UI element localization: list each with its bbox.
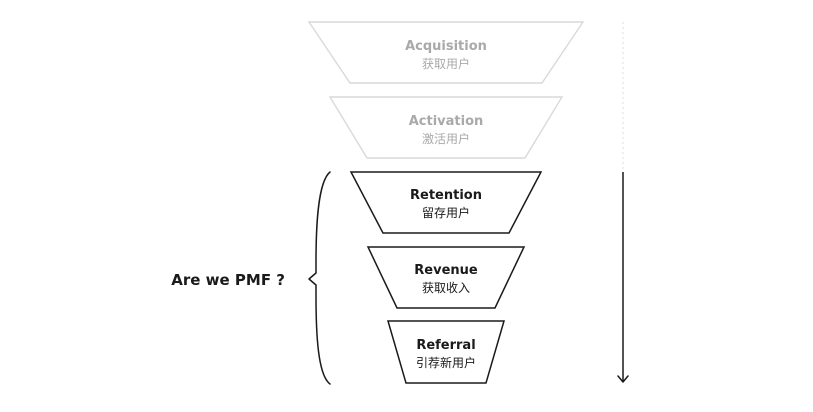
stage-title-acquisition: Acquisition [405, 39, 487, 54]
down-arrow-icon [617, 172, 629, 383]
funnel-stage-activation: Activation 激活用户 [328, 96, 564, 159]
stage-subtitle-referral: 引荐新用户 [416, 355, 476, 370]
stage-subtitle-activation: 激活用户 [422, 131, 470, 146]
funnel-trapezoid-retention [349, 171, 543, 234]
left-brace [308, 171, 331, 385]
stage-title-referral: Referral [416, 338, 475, 353]
funnel-trapezoid-referral [387, 320, 505, 384]
pmf-question-label: Are we PMF ? [171, 271, 285, 289]
funnel-stage-revenue: Revenue 获取收入 [366, 246, 526, 309]
funnel-trapezoid-revenue [366, 246, 526, 309]
down-arrow-head [617, 375, 629, 383]
stage-title-activation: Activation [409, 114, 484, 129]
funnel-stage-retention: Retention 留存用户 [349, 171, 543, 234]
stage-subtitle-retention: 留存用户 [422, 205, 470, 220]
stage-title-retention: Retention [410, 188, 482, 203]
stage-subtitle-revenue: 获取收入 [422, 281, 470, 295]
funnel-stage-referral: Referral 引荐新用户 [387, 320, 505, 384]
funnel-trapezoid-activation [328, 96, 564, 159]
stage-subtitle-acquisition: 获取用户 [422, 56, 470, 71]
stage-title-revenue: Revenue [414, 263, 478, 278]
funnel-stage-acquisition: Acquisition 获取用户 [307, 21, 585, 84]
funnel-trapezoid-acquisition [307, 21, 585, 84]
